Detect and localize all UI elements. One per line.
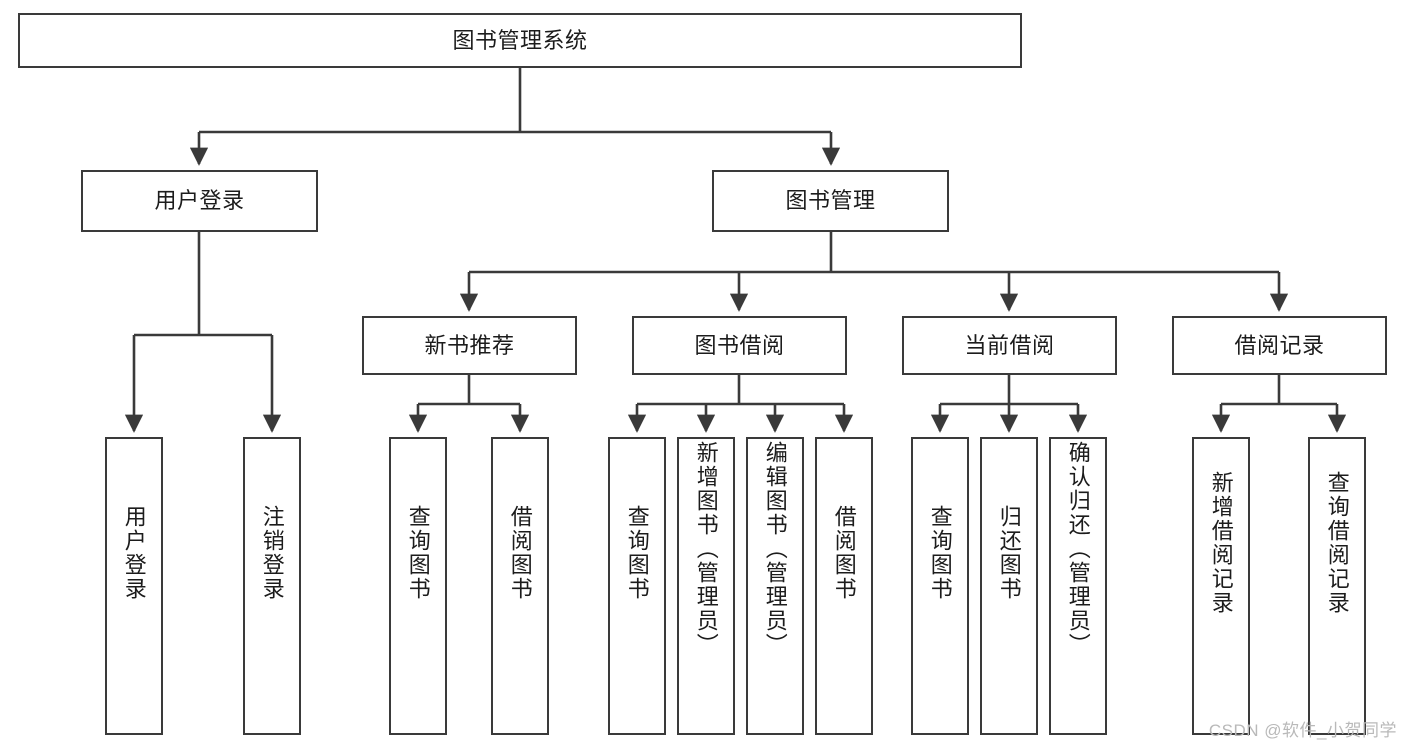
node-root-book-management-system[interactable]: 图书管理系统 — [18, 13, 1022, 68]
node-user-login[interactable]: 用户登录 — [81, 170, 318, 232]
leaf-return-book[interactable]: 归还图书 — [980, 437, 1038, 735]
node-book-borrow[interactable]: 图书借阅 — [632, 316, 847, 375]
node-label: 查询图书 — [927, 505, 953, 601]
leaf-query-book-recommend[interactable]: 查询图书 — [389, 437, 447, 735]
node-label: 确认归还（管理员） — [1065, 441, 1091, 657]
node-label: 新增借阅记录 — [1208, 471, 1234, 615]
leaf-borrow-book-borrow[interactable]: 借阅图书 — [815, 437, 873, 735]
leaf-edit-book[interactable]: 编辑图书（管理员） — [746, 437, 804, 735]
leaf-confirm-return[interactable]: 确认归还（管理员） — [1049, 437, 1107, 735]
leaf-add-book[interactable]: 新增图书（管理员） — [677, 437, 735, 735]
node-label: 借阅记录 — [1234, 332, 1325, 358]
leaf-query-book-borrow[interactable]: 查询图书 — [608, 437, 666, 735]
leaf-borrow-book-recommend[interactable]: 借阅图书 — [491, 437, 549, 735]
node-borrow-record[interactable]: 借阅记录 — [1172, 316, 1387, 375]
node-label: 图书借阅 — [694, 332, 785, 358]
node-label: 编辑图书（管理员） — [762, 441, 788, 657]
node-label: 新书推荐 — [424, 332, 515, 358]
node-label: 注销登录 — [259, 505, 285, 601]
node-current-borrow[interactable]: 当前借阅 — [902, 316, 1117, 375]
node-label: 归还图书 — [996, 505, 1022, 601]
leaf-user-login[interactable]: 用户登录 — [105, 437, 163, 735]
node-label: 查询借阅记录 — [1324, 471, 1350, 615]
node-label: 查询图书 — [624, 505, 650, 601]
node-label: 借阅图书 — [507, 505, 533, 601]
node-label: 用户登录 — [121, 505, 147, 601]
leaf-add-borrow-record[interactable]: 新增借阅记录 — [1192, 437, 1250, 735]
node-label: 用户登录 — [154, 188, 245, 214]
leaf-logout-login[interactable]: 注销登录 — [243, 437, 301, 735]
csdn-watermark: CSDN @软件_小贺同学 — [1208, 721, 1397, 740]
node-new-book-recommend[interactable]: 新书推荐 — [362, 316, 577, 375]
node-label: 当前借阅 — [964, 332, 1055, 358]
node-label: 图书管理系统 — [452, 27, 588, 53]
node-label: 图书管理 — [785, 188, 876, 214]
node-label: 查询图书 — [405, 505, 431, 601]
node-label: 新增图书（管理员） — [693, 441, 719, 657]
leaf-query-borrow-record[interactable]: 查询借阅记录 — [1308, 437, 1366, 735]
node-book-manage[interactable]: 图书管理 — [712, 170, 949, 232]
node-label: 借阅图书 — [831, 505, 857, 601]
leaf-query-book-current[interactable]: 查询图书 — [911, 437, 969, 735]
